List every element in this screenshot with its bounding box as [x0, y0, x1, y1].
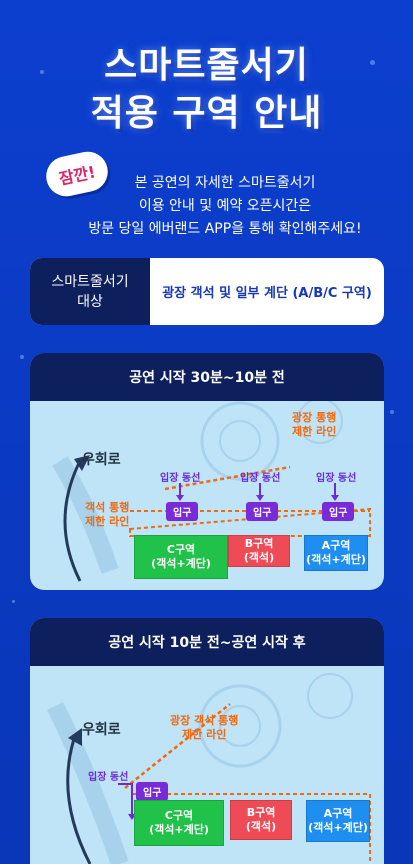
notice-text: 본 공연의 자세한 스마트줄서기 이용 안내 및 예약 오픈시간은 방문 당일 …	[60, 172, 390, 241]
zone-a-name: A구역	[321, 539, 351, 552]
zone-c-name: C구역	[166, 543, 196, 556]
panel-title: 공연 시작 10분 전~공연 시작 후	[30, 618, 384, 666]
zone-b-desc: (객석)	[245, 820, 277, 833]
sparkle-decoration	[390, 410, 394, 414]
entry-tag-c: 입구	[166, 502, 199, 521]
limit-line2: 제한 라인	[182, 728, 227, 741]
zone-b-name: B구역	[246, 806, 276, 819]
entry-flow-label: 입장 동선	[160, 473, 201, 484]
entry-tag-a: 입구	[322, 502, 355, 521]
entry-tag: 입구	[136, 782, 169, 801]
zone-c-desc: (객석+계단)	[151, 557, 211, 570]
zone-a-desc: (객석+계단)	[308, 821, 368, 834]
target-label: 스마트줄서기 대상	[30, 258, 150, 325]
zone-map-panel-before: 공연 시작 30분~10분 전 우회로 광장 통행	[30, 353, 384, 590]
seat-limit-line2: 제한 라인	[85, 515, 130, 528]
seat-limit-label: 객석 통행 제한 라인	[85, 501, 129, 529]
sparkle-decoration	[12, 600, 15, 603]
zone-b-name: B구역	[244, 537, 274, 550]
panel-title: 공연 시작 30분~10분 전	[30, 353, 384, 401]
zone-a: A구역 (객석+계단)	[304, 535, 368, 571]
page-title-line2: 적용 구역 안내	[90, 93, 323, 134]
zone-b: B구역 (객석)	[230, 800, 292, 840]
notice-line: 본 공연의 자세한 스마트줄서기	[134, 175, 316, 191]
venue-map: 우회로 광장 객석 통행 제한 라인 입장 동선 입구 C구역 (객석+계단) …	[30, 666, 384, 864]
detour-label: 우회로	[82, 452, 121, 468]
sparkle-decoration	[20, 355, 24, 359]
detour-label: 우회로	[82, 722, 121, 738]
zone-a-name: A구역	[323, 807, 353, 820]
target-label-line2: 대상	[77, 293, 103, 310]
plaza-limit-label: 광장 통행 제한 라인	[292, 411, 336, 439]
limit-label: 광장 객석 통행 제한 라인	[170, 714, 238, 742]
page-title-line1: 스마트줄서기	[104, 45, 309, 86]
map-drawing	[46, 673, 371, 864]
zone-c: C구역 (객석+계단)	[134, 800, 224, 846]
entry-tag-b: 입구	[246, 502, 279, 521]
limit-line1: 광장 객석 통행	[170, 714, 239, 727]
zone-c: C구역 (객석+계단)	[134, 535, 228, 579]
sparkle-decoration	[40, 70, 44, 74]
zone-b-desc: (객석)	[243, 551, 275, 564]
zone-b: B구역 (객석)	[228, 535, 290, 567]
target-info-box: 스마트줄서기 대상 광장 객석 및 일부 계단 (A/B/C 구역)	[30, 258, 384, 325]
entry-flow-label: 입장 동선	[240, 473, 281, 484]
seat-limit-line1: 객석 통행	[85, 501, 130, 514]
zone-a: A구역 (객석+계단)	[306, 800, 370, 842]
notice-line: 이용 안내 및 예약 오픈시간은	[138, 198, 312, 214]
zone-map-panel-after: 공연 시작 10분 전~공연 시작 후 우회로 광장 객석 통행 제한 라인 입…	[30, 618, 384, 864]
plaza-limit-line1: 광장 통행	[292, 411, 337, 424]
plaza-limit-line2: 제한 라인	[292, 425, 337, 438]
venue-map: 우회로 광장 통행 제한 라인 객석 통행 제한 라인 입장 동선 입장 동선 …	[30, 401, 384, 590]
zone-a-desc: (객석+계단)	[306, 553, 366, 566]
entry-flow-label: 입장 동선	[88, 772, 129, 783]
target-value: 광장 객석 및 일부 계단 (A/B/C 구역)	[162, 286, 372, 301]
zone-c-desc: (객석+계단)	[149, 823, 209, 836]
zone-c-name: C구역	[164, 809, 194, 822]
target-label-line1: 스마트줄서기	[51, 273, 129, 290]
sparkle-decoration	[370, 60, 375, 65]
entry-flow-label: 입장 동선	[316, 473, 357, 484]
notice-line: 방문 당일 에버랜드 APP을 통해 확인해주세요!	[88, 221, 362, 237]
